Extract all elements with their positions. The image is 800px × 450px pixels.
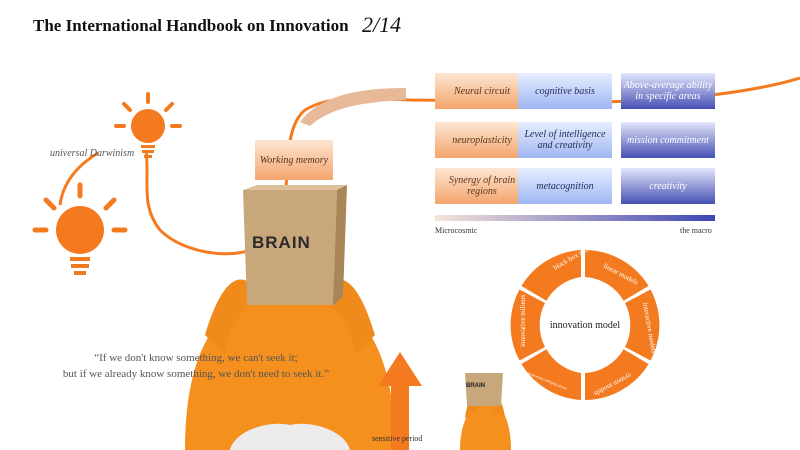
reaching-arm bbox=[300, 88, 406, 126]
card-cognitive-basis: cognitive basis bbox=[518, 73, 612, 109]
card-metacognition: metacognition bbox=[518, 168, 612, 204]
wheel-center-label: innovation model bbox=[550, 320, 620, 331]
scale-left-label: Microcosmic bbox=[435, 226, 478, 235]
lightbulb-icon bbox=[114, 92, 182, 158]
quote-line-1: “If we don't know something, we can't se… bbox=[94, 352, 298, 364]
wheel-segment-label: innovative milieux bbox=[519, 294, 527, 347]
person-with-box-illustration bbox=[185, 185, 395, 450]
small-person-illustration bbox=[460, 373, 511, 450]
lightbulb-icon bbox=[32, 182, 128, 275]
card-neural-circuit: Neural circuit bbox=[435, 73, 529, 109]
box-text: BRAIN bbox=[252, 233, 311, 252]
innovation-model-wheel: black box model linear models interactiv… bbox=[510, 245, 660, 400]
micro-macro-scale bbox=[435, 215, 715, 221]
scale-right-label: the macro bbox=[680, 226, 712, 235]
page-number: 2/14 bbox=[362, 12, 402, 37]
small-box-text: BRAIN bbox=[466, 383, 485, 389]
card-intelligence-creativity: Level of intelligence and creativity bbox=[518, 122, 612, 158]
card-above-average-ability: Above-average ability in specific areas bbox=[621, 73, 715, 109]
working-memory-card: Working memory bbox=[255, 140, 333, 180]
quote-line-2: but if we already know something, we don… bbox=[62, 368, 330, 380]
page-title: The International Handbook on Innovation bbox=[33, 16, 349, 35]
universal-darwinism-label: universal Darwinism bbox=[50, 148, 135, 159]
connector-arc bbox=[58, 151, 99, 206]
sensitive-period-label: sensitive period bbox=[372, 434, 423, 443]
card-mission-commitment: mission commitment bbox=[621, 122, 715, 158]
card-synergy-brain-regions: Synergy of brain regions bbox=[435, 168, 529, 204]
card-creativity: creativity bbox=[621, 168, 715, 204]
card-neuroplasticity: neuroplasticity bbox=[435, 122, 529, 158]
quote-text: “If we don't know something, we can't se… bbox=[46, 350, 346, 382]
up-arrow-icon bbox=[378, 352, 422, 450]
